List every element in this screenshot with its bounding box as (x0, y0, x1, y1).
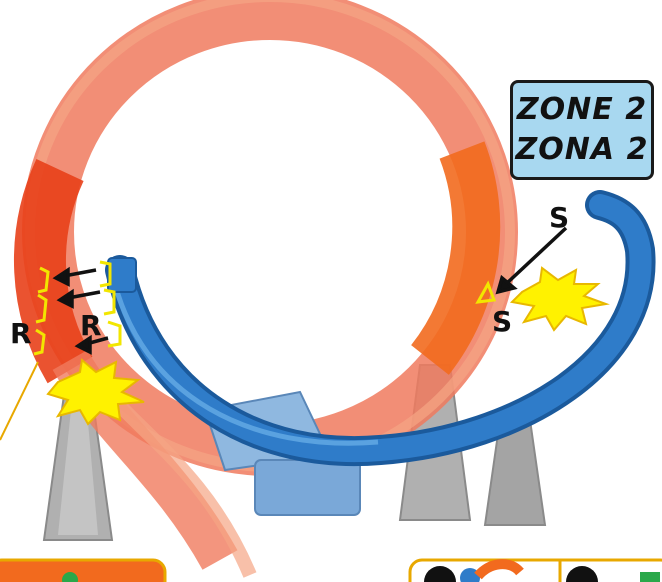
label-r-outer: R (10, 320, 32, 348)
zone-label-es: ZONA 2 (516, 130, 649, 170)
zone-label-en: ZONE 2 (517, 90, 647, 130)
impact-burst-right (512, 268, 606, 330)
bottom-left-panel (0, 560, 165, 582)
pointer-line (0, 362, 38, 440)
label-s-lower: S (492, 308, 512, 336)
zone-badge: ZONE 2 ZONA 2 (510, 80, 654, 180)
bottom-right-panel (410, 560, 662, 582)
label-r-inner: R (80, 312, 102, 340)
label-s-top: S (549, 204, 569, 232)
